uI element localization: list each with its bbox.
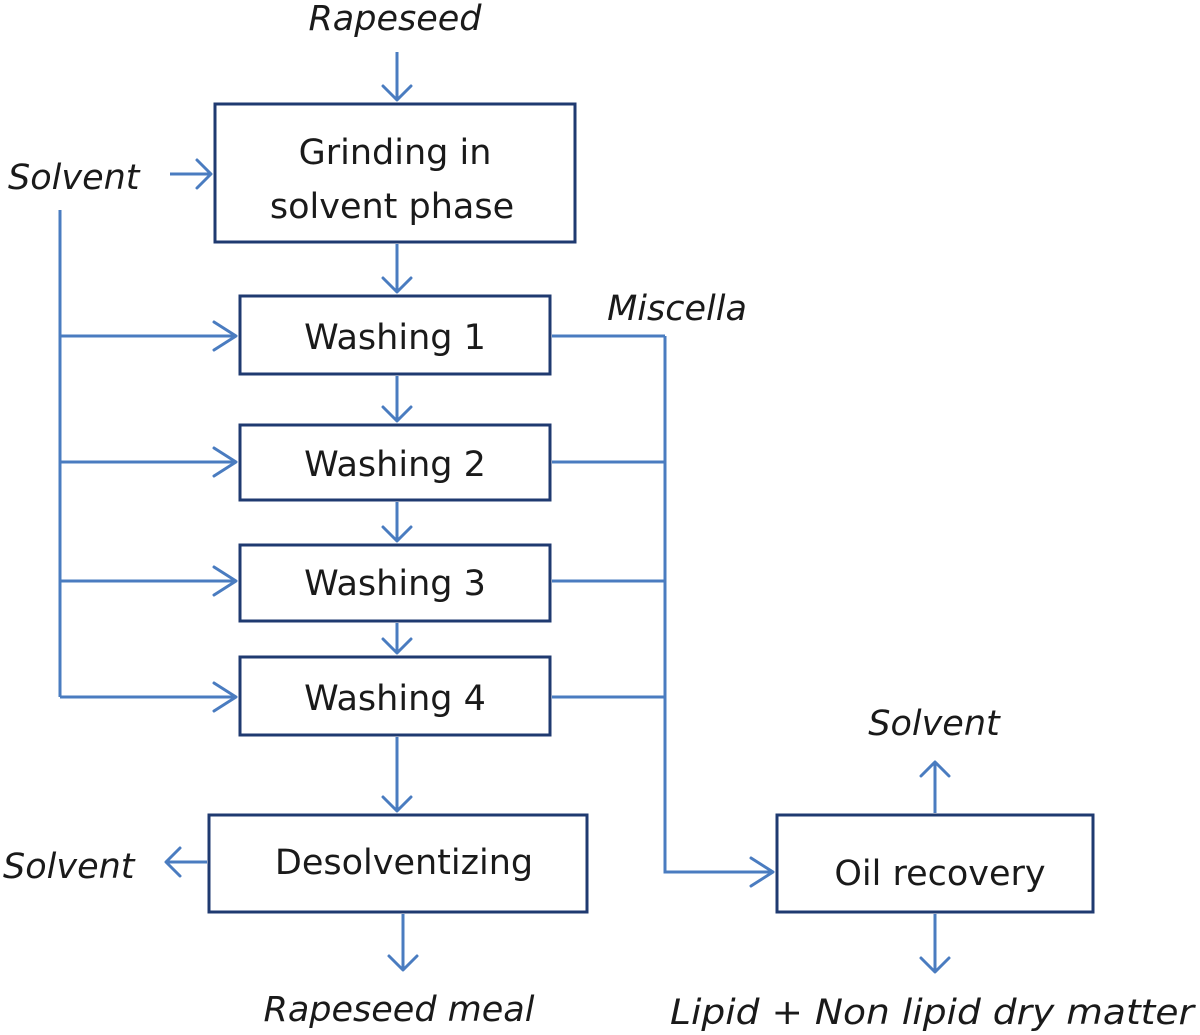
grinding-to-washing-1-arrow <box>381 244 413 294</box>
washing-3-to-washing-4-arrow <box>381 623 413 655</box>
washing-4-to-desolventizing-arrow <box>381 737 413 813</box>
desolventizing-label: Desolventizing <box>275 843 533 883</box>
washing-4-label: Washing 4 <box>304 679 486 719</box>
lipid-output-arrow <box>919 914 951 974</box>
solvent-out-right-label: Solvent <box>868 704 1001 744</box>
lipid-output-label: Lipid + Non lipid dry matter <box>670 993 1197 1033</box>
washing-1-to-washing-2-arrow <box>381 376 413 423</box>
grinding-box <box>213 102 577 244</box>
solvent-to-washing-1-arrow <box>60 320 238 352</box>
washing-1-box <box>238 294 552 376</box>
solvent-to-grinding-arrow <box>170 158 213 190</box>
washing-2-to-washing-3-arrow <box>381 502 413 543</box>
solvent-out-right-arrow <box>919 760 951 813</box>
washing-3-box <box>238 543 552 623</box>
oil-recovery-box <box>775 813 1095 914</box>
washing-2-box <box>238 423 552 502</box>
solvent-out-left-arrow <box>164 846 207 878</box>
solvent-to-washing-3-arrow <box>60 565 238 597</box>
oil-recovery-label: Oil recovery <box>834 854 1045 894</box>
solvent-to-washing-4-arrow <box>60 681 238 713</box>
solvent-input-label: Solvent <box>8 158 141 198</box>
grinding-label-line2: solvent phase <box>270 187 514 227</box>
rapeseed-meal-label: Rapeseed meal <box>264 990 535 1030</box>
washing-4-box <box>238 655 552 737</box>
solvent-out-left-label: Solvent <box>3 847 136 887</box>
miscella-to-oil-recovery-arrow <box>663 336 775 888</box>
rapeseed-input-label: Rapeseed <box>308 0 482 39</box>
grinding-label-line1: Grinding in <box>299 133 492 173</box>
miscella-label: Miscella <box>607 289 747 329</box>
washing-3-label: Washing 3 <box>304 564 486 604</box>
solvent-to-washing-2-arrow <box>60 446 238 478</box>
desolventizing-box <box>207 813 589 914</box>
washing-1-label: Washing 1 <box>304 318 486 358</box>
rapeseed-meal-output-arrow <box>387 914 419 972</box>
washing-2-label: Washing 2 <box>304 445 486 485</box>
rapeseed-input-arrow <box>381 52 413 102</box>
